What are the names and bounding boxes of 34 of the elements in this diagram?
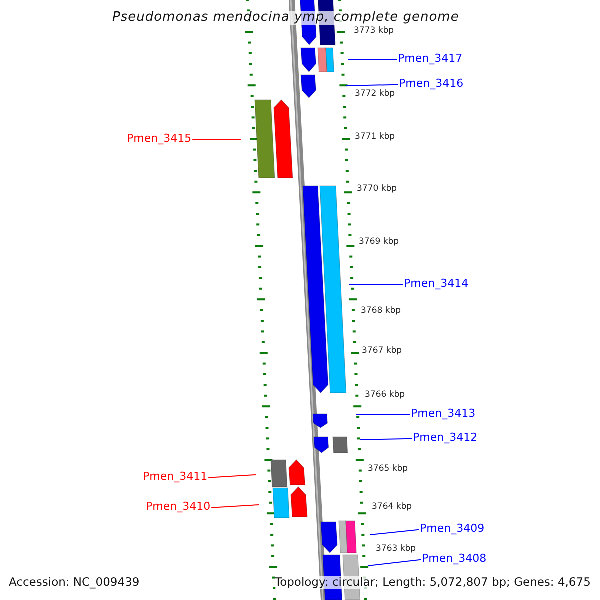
coordinate-label: 3765 kbp xyxy=(368,465,408,475)
leader-line xyxy=(356,414,410,416)
leader-line xyxy=(346,84,398,86)
coordinate-label: 3763 kbp xyxy=(376,545,416,555)
gene-label: Pmen_3411 xyxy=(143,470,208,484)
coordinate-label: 3773 kbp xyxy=(354,27,394,37)
leader-line xyxy=(208,474,256,478)
gene-label: Pmen_3410 xyxy=(146,500,211,514)
leader-line xyxy=(192,139,242,140)
genome-stats-label: Topology: circular; Length: 5,072,807 bp; Genes: 4,675 xyxy=(275,576,591,589)
coordinate-label: 3771 kbp xyxy=(355,133,396,143)
gene-label: Pmen_3414 xyxy=(404,278,469,290)
leader-line xyxy=(348,59,398,60)
gene-label: Pmen_3417 xyxy=(398,52,463,66)
coordinate-label: 3764 kbp xyxy=(372,503,412,513)
gene-label: Pmen_3415 xyxy=(127,132,192,146)
coordinate-label: 3770 kbp xyxy=(357,185,398,195)
coordinate-label: 3772 kbp xyxy=(355,90,396,100)
gene-label: Pmen_3416 xyxy=(399,78,464,90)
leader-line xyxy=(370,529,420,536)
coordinate-label: 3767 kbp xyxy=(362,347,402,357)
gene-label: Pmen_3409 xyxy=(420,522,485,536)
gene-label: Pmen_3413 xyxy=(411,408,476,420)
gene-label: Pmen_3408 xyxy=(422,552,487,566)
leader-line xyxy=(360,438,412,440)
coordinate-label: 3769 kbp xyxy=(359,238,400,248)
leader-line xyxy=(348,284,404,286)
accession-label: Accession: NC_009439 xyxy=(9,576,140,589)
leader-line xyxy=(368,559,422,566)
gene-label: Pmen_3412 xyxy=(413,432,478,444)
genome-title: Pseudomonas mendocina ymp, complete genome xyxy=(112,10,460,26)
leader-line xyxy=(211,504,260,508)
coordinate-label: 3766 kbp xyxy=(365,391,406,401)
coordinate-label: 3768 kbp xyxy=(361,307,402,317)
